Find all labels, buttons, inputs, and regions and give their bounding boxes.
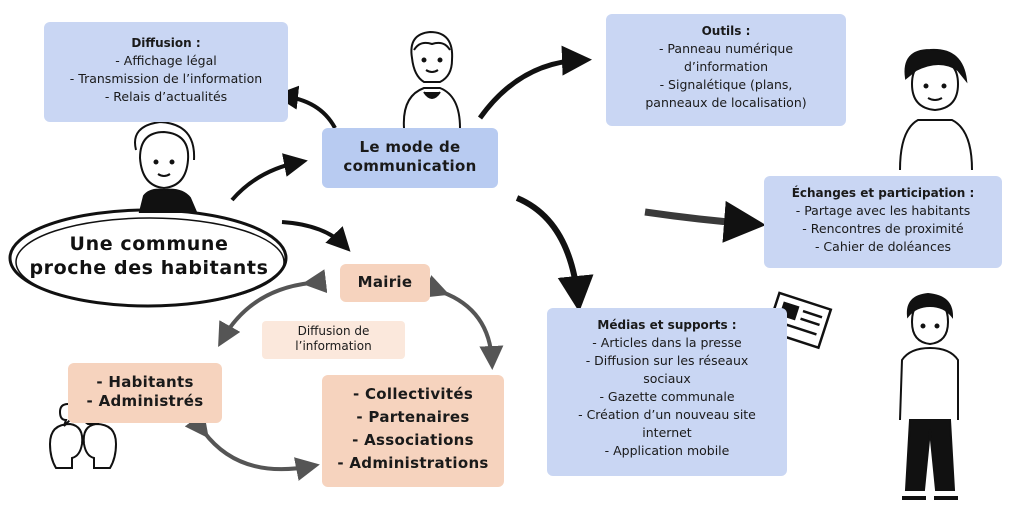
medias-box: Médias et supports : - Articles dans la … xyxy=(547,308,787,476)
echanges-box: Échanges et participation : - Partage av… xyxy=(764,176,1002,268)
medias-title: Médias et supports : xyxy=(597,318,737,332)
diffusion-info-line1: Diffusion de xyxy=(297,324,370,338)
medias-list: - Articles dans la presse - Diffusion su… xyxy=(547,334,787,460)
partners-item: - Partenaires xyxy=(356,408,470,426)
central-title-line2: proche des habitants xyxy=(29,257,269,279)
partners-box: - Collectivités - Partenaires - Associat… xyxy=(322,375,504,487)
central-title: Une commune proche des habitants xyxy=(14,232,284,280)
diffusion-item: - Transmission de l’information xyxy=(69,71,263,86)
medias-item: - Gazette communale xyxy=(599,389,735,404)
diffusion-title: Diffusion : xyxy=(131,36,201,50)
partners-item: - Collectivités xyxy=(352,385,474,403)
medias-item: sociaux xyxy=(643,371,691,386)
diffusion-info-line2: l’information xyxy=(295,339,372,353)
cycle-arrow-mairie-habitants xyxy=(218,269,328,347)
outils-item: - Signalétique (plans, xyxy=(659,77,793,92)
arrow-to-outils xyxy=(477,45,592,120)
medias-item: - Articles dans la presse xyxy=(592,335,742,350)
outils-item: - Panneau numérique xyxy=(658,41,794,56)
arrow-to-medias xyxy=(515,195,594,312)
diffusion-item: - Affichage légal xyxy=(115,53,217,68)
mairie-box: Mairie xyxy=(340,264,430,302)
mairie-label: Mairie xyxy=(357,273,413,291)
echanges-item: - Rencontres de proximité xyxy=(802,221,964,236)
echanges-item: - Cahier de doléances xyxy=(814,239,952,254)
central-title-line1: Une commune xyxy=(69,233,229,255)
medias-item: - Diffusion sur les réseaux xyxy=(585,353,749,368)
arrow-to-echanges xyxy=(644,200,766,243)
partners-item: - Associations xyxy=(352,431,474,449)
diffusion-info-box: Diffusion de l’information xyxy=(262,321,405,359)
man-portrait-icon xyxy=(899,48,973,171)
outils-item: panneaux de localisation) xyxy=(645,95,807,110)
echanges-list: - Partage avec les habitants - Rencontre… xyxy=(764,202,1002,256)
habitants-item: - Habitants xyxy=(96,373,194,391)
habitants-item: - Administrés xyxy=(86,392,204,410)
medias-item: - Application mobile xyxy=(604,443,730,458)
partners-item: - Administrations xyxy=(337,454,489,472)
mode-line1: Le mode de xyxy=(359,138,461,156)
outils-item: d’information xyxy=(683,59,769,74)
echanges-title: Échanges et participation : xyxy=(791,186,975,200)
diffusion-box: Diffusion : - Affichage légal - Transmis… xyxy=(44,22,288,122)
medias-item: internet xyxy=(642,425,692,440)
arrow-to-diffusion xyxy=(274,85,337,129)
medias-item: - Création d’un nouveau site xyxy=(578,407,756,422)
man-standing-icon xyxy=(899,292,959,500)
woman-portrait-left-icon xyxy=(134,120,198,213)
outils-box: Outils : - Panneau numérique d’informati… xyxy=(606,14,846,126)
outils-list: - Panneau numérique d’information - Sign… xyxy=(606,40,846,112)
mode-line2: communication xyxy=(343,157,477,175)
cycle-arrow-mairie-partners xyxy=(422,275,504,370)
diffusion-list: - Affichage légal - Transmission de l’in… xyxy=(44,52,288,106)
echanges-item: - Partage avec les habitants xyxy=(795,203,971,218)
mode-box: Le mode de communication xyxy=(322,128,498,188)
speaking-heads-icon xyxy=(48,403,118,469)
habitants-box: - Habitants - Administrés xyxy=(68,363,222,423)
cycle-arrow-habitants-partners xyxy=(184,412,320,481)
arrow-to-mairie xyxy=(281,220,351,252)
diffusion-item: - Relais d’actualités xyxy=(104,89,228,104)
woman-portrait-icon xyxy=(402,30,461,129)
arrow-to-mode xyxy=(230,153,308,202)
outils-title: Outils : xyxy=(701,24,751,38)
